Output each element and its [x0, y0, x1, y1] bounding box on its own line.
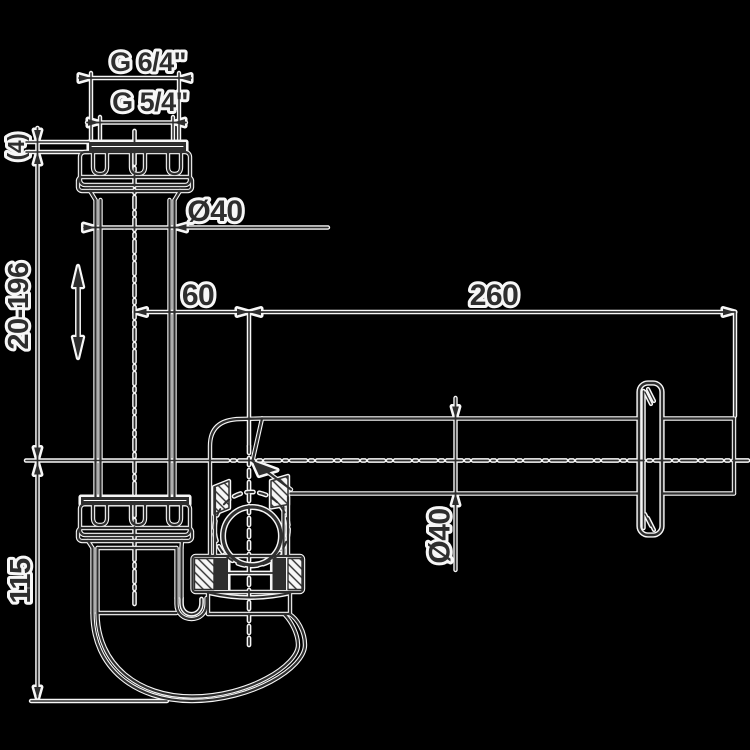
svg-text:60: 60: [182, 279, 214, 312]
nut-hatch-right: [287, 557, 303, 591]
dim-label-adjust-range: 20-196: [3, 262, 35, 350]
top-union-nut: [76, 142, 194, 202]
dim-label-outlet-diameter: Ø40: [424, 508, 457, 563]
dimension-labels: G 6/4" G 5/4" (4) Ø40 20-196 60 260 Ø40 …: [3, 47, 519, 604]
svg-text:G 6/4": G 6/4": [110, 47, 186, 77]
dim-label-outlet-length: 260: [470, 279, 519, 312]
svg-text:Ø40: Ø40: [187, 195, 242, 228]
u-bend-outer-wall: [91, 611, 307, 703]
svg-text:115: 115: [5, 558, 37, 604]
dim-label-thread-outer: G 6/4": [110, 47, 186, 77]
outlet-bore: [221, 505, 283, 567]
dim-label-tailpipe-diameter: Ø40: [187, 195, 242, 228]
trap-dome: [208, 417, 264, 558]
dim-label-trap-depth: 115: [5, 558, 37, 604]
svg-text:Ø40: Ø40: [424, 508, 457, 563]
section-hatch-left: [213, 480, 230, 515]
dim-label-thread-inner: G 5/4": [112, 87, 188, 117]
adjustment-arrow: [73, 266, 83, 358]
dim-label-gasket-thickness: (4): [3, 134, 29, 161]
tail-pipe: [94, 198, 176, 499]
trap-nut: [191, 554, 305, 616]
section-hatch-right: [270, 475, 289, 509]
nut-hatch-left: [193, 557, 215, 591]
wall-flange: [637, 381, 664, 537]
dim-label-inlet-offset: 60: [182, 279, 214, 312]
seal-wedge: [252, 461, 277, 476]
lower-union-nut: [76, 497, 194, 550]
svg-text:260: 260: [470, 279, 519, 312]
dimension-lines: [25, 72, 736, 702]
svg-text:(4): (4): [3, 134, 29, 161]
svg-text:20-196: 20-196: [3, 262, 35, 350]
trap-body: [208, 417, 293, 599]
outlet-pipe: [260, 417, 736, 495]
u-bend-inner-wall: [96, 611, 300, 698]
svg-text:G 5/4": G 5/4": [112, 87, 188, 117]
u-bend-partition-inner: [180, 597, 203, 616]
u-bend: [91, 546, 307, 703]
u-bend-partition-outer: [175, 596, 208, 620]
